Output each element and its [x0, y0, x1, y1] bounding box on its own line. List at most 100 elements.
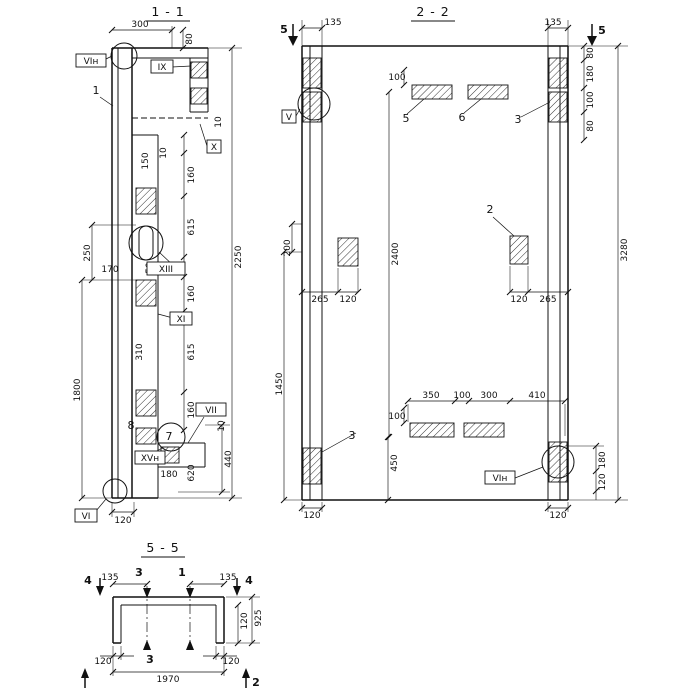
- dimension-label: 10: [217, 420, 227, 432]
- dimension-label: 100: [388, 73, 405, 83]
- dimension-label: 100: [586, 91, 596, 108]
- dim-tick: [228, 494, 236, 502]
- dimension-label: 300: [480, 391, 497, 401]
- section-cut-label: 4: [84, 574, 92, 587]
- detail-tag-box: [206, 139, 222, 154]
- dim-tick: [179, 44, 187, 52]
- dim-tick: [384, 496, 392, 504]
- embed-plate-hatch: [463, 422, 505, 438]
- embed-plate-hatch: [411, 84, 453, 100]
- section-cut-arrow: [233, 586, 241, 596]
- detail-tag-box: [134, 450, 166, 465]
- embed-plate-hatch: [302, 447, 322, 485]
- dim-tick: [179, 26, 187, 34]
- dim-tick: [580, 108, 588, 116]
- slot-outline: [138, 225, 154, 261]
- dimension-label: 615: [187, 343, 197, 360]
- dimension-label: 410: [528, 391, 545, 401]
- detail-tag-box: [146, 261, 186, 276]
- dim-tick: [318, 24, 326, 32]
- detail-tag-box: [74, 508, 98, 523]
- dim-tick: [384, 433, 392, 441]
- dim-tick: [220, 668, 228, 676]
- detail-tag: VI: [82, 512, 91, 522]
- dimension-label: 100: [453, 391, 470, 401]
- dim-tick: [168, 26, 176, 34]
- dim-tick: [180, 253, 188, 261]
- dimension-label: 80: [185, 33, 195, 45]
- dim-tick: [385, 88, 393, 96]
- dimension-label: 350: [422, 391, 439, 401]
- dimension-label: 180: [160, 470, 177, 480]
- dim-tick: [180, 426, 188, 434]
- section-2-2: [284, 20, 628, 512]
- item-number: 5: [403, 112, 410, 125]
- detail-circle: [541, 445, 575, 479]
- dim-tick: [544, 24, 552, 32]
- embed-plate-hatch: [337, 237, 359, 267]
- dimension-label: 2400: [391, 242, 401, 265]
- dimension-label: 120: [114, 516, 131, 526]
- detail-tag: IX: [158, 63, 167, 73]
- dim-tick: [298, 288, 306, 296]
- embed-plate-hatch: [302, 57, 322, 89]
- dim-tick: [506, 397, 514, 405]
- dim-tick: [218, 421, 226, 429]
- item-number: 3: [349, 429, 356, 442]
- detail-circle: [297, 87, 331, 121]
- dimension-label: 180: [586, 65, 596, 82]
- leader-line: [492, 216, 515, 237]
- dim-tick: [248, 639, 256, 647]
- dimension-label: 120: [598, 473, 608, 490]
- dim-tick: [212, 652, 220, 660]
- dimension-label: 310: [135, 343, 145, 360]
- item-number: 7: [166, 430, 173, 443]
- dim-tick: [544, 504, 552, 512]
- dim-tick: [580, 42, 588, 50]
- detail-tag-box: [281, 109, 297, 124]
- section-cut-arrow: [96, 586, 104, 596]
- dim-tick: [298, 24, 306, 32]
- leader-line: [520, 101, 551, 118]
- dim-tick: [288, 248, 296, 256]
- dimension-label: 925: [254, 609, 264, 626]
- dim-tick: [354, 288, 362, 296]
- section-cut-label: 4: [245, 574, 253, 587]
- dim-tick: [400, 81, 408, 89]
- detail-tag: X: [211, 143, 217, 153]
- embed-plate-hatch: [190, 87, 208, 105]
- section-cut-label: 3: [146, 653, 154, 666]
- dimension-label: 180: [598, 451, 608, 468]
- detail-circle: [110, 42, 138, 70]
- section-cut-arrow: [288, 36, 298, 46]
- dimension-label: 160: [187, 285, 197, 302]
- leader-line: [321, 432, 357, 453]
- leader-line: [99, 96, 114, 107]
- dim-tick: [561, 397, 569, 405]
- embed-plate-hatch: [548, 57, 568, 89]
- dimension-label: 135: [219, 573, 236, 583]
- item-number: 6: [459, 111, 466, 124]
- dimension-label: 1970: [157, 675, 180, 685]
- embed-plate-hatch: [409, 422, 455, 438]
- section-cut-label: 2: [252, 676, 260, 689]
- dimension-label: 120: [510, 295, 527, 305]
- dim-tick: [180, 192, 188, 200]
- dimension-label: 10: [159, 147, 169, 159]
- dim-tick: [506, 288, 514, 296]
- dim-tick: [78, 276, 86, 284]
- section-cut-arrow: [242, 668, 250, 678]
- dim-tick: [592, 467, 600, 475]
- dim-tick: [564, 24, 572, 32]
- dim-tick: [220, 652, 228, 660]
- embed-plate-hatch: [135, 389, 157, 417]
- section-cut-arrow: [186, 640, 194, 650]
- section-cut-label: 5: [280, 23, 288, 36]
- leader-line: [295, 108, 301, 117]
- leader-line: [406, 98, 425, 115]
- embed-plate-hatch: [302, 91, 322, 123]
- dim-tick: [78, 494, 86, 502]
- detail-tag: XI: [177, 315, 186, 325]
